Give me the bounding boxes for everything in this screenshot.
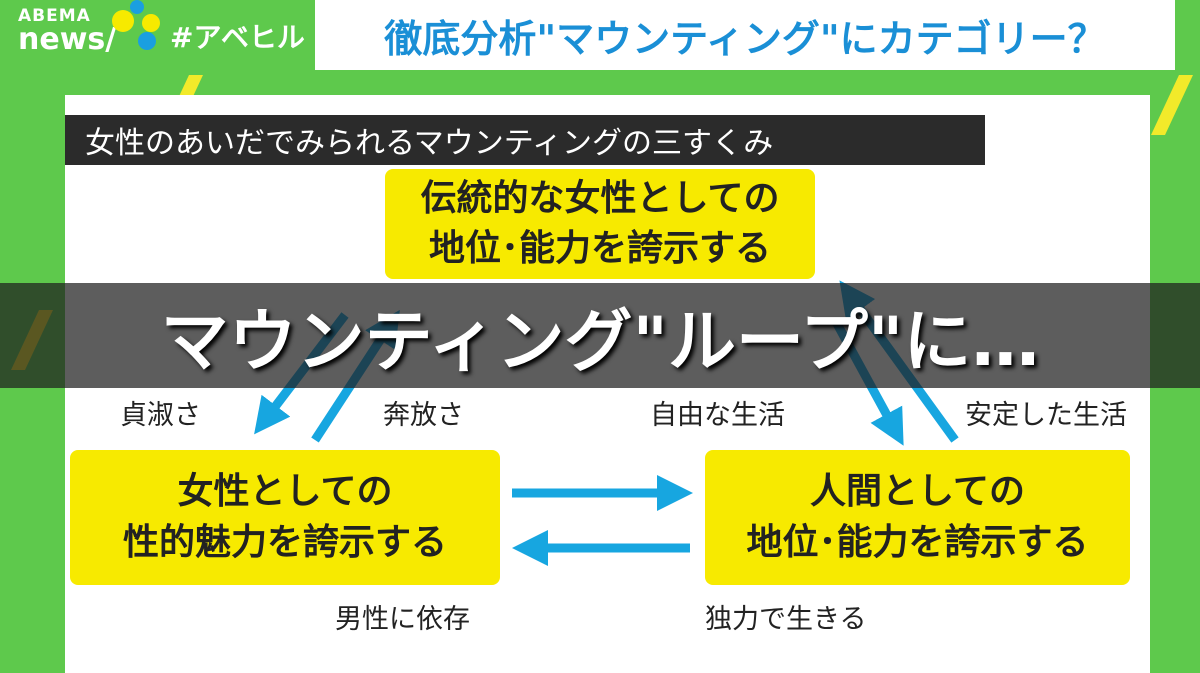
box-traditional-status: 伝統的な女性としての 地位･能力を誇示する	[385, 169, 815, 279]
box-line: 女性としての	[177, 471, 393, 513]
box-line: 地位･能力を誇示する	[428, 228, 771, 269]
logo-top: ABEMA	[18, 6, 91, 26]
caption-band	[0, 283, 1200, 388]
label-chastity: 貞淑さ	[120, 400, 201, 431]
logo-dot	[112, 10, 134, 32]
label-depend-on-men: 男性に依存	[335, 604, 470, 635]
label-free-life: 自由な生活	[650, 400, 785, 431]
box-sexual-appeal: 女性としての 性的魅力を誇示する	[70, 450, 500, 585]
box-line: 人間としての	[810, 471, 1025, 513]
label-independent: 独力で生きる	[705, 604, 867, 635]
hashtag: #アベヒル	[170, 21, 305, 54]
label-stable-life: 安定した生活	[965, 400, 1127, 431]
label-freedom: 奔放さ	[383, 400, 464, 431]
box-human-status: 人間としての 地位･能力を誇示する	[705, 450, 1130, 585]
caption-text: マウンティング"ループ"に…	[160, 303, 1040, 382]
abema-news-logo: ABEMA news/	[18, 8, 116, 55]
logo-bottom: news/	[18, 22, 117, 57]
box-line: 性的魅力を誇示する	[122, 521, 447, 563]
box-line: 伝統的な女性としての	[420, 177, 780, 219]
logo-dot	[138, 32, 156, 50]
box-line: 地位･能力を誇示する	[746, 521, 1089, 563]
logo-dot	[130, 0, 144, 14]
logo-dot	[142, 14, 160, 32]
headline-title: 徹底分析"マウンティング"にカテゴリー？	[315, 0, 1175, 70]
diagram-heading: 女性のあいだでみられるマウンティングの三すくみ	[65, 115, 985, 165]
